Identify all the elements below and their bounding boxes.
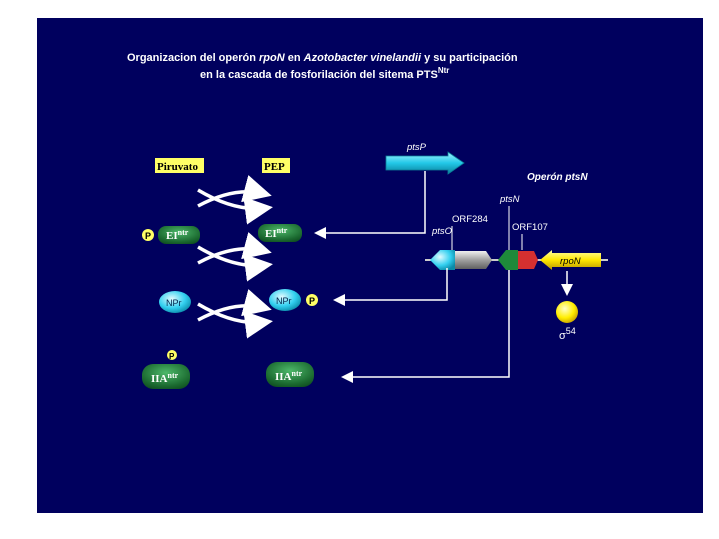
pep-box [262,158,290,173]
svg-text:IIAntr: IIAntr [151,371,179,385]
orf284-gene [455,251,492,269]
title-line-1: Organizacion del operón rpoN en Azotobac… [127,52,518,64]
iia-ntr-left: P IIAntr [142,350,190,389]
npr-right: NPr P [269,289,318,311]
ei-ntr-right: EIntr [258,224,302,242]
svg-text:EIntr: EIntr [265,226,288,240]
svg-text:P: P [309,296,315,306]
gene-leader-lines [451,206,523,250]
operon-genes: rpoN [425,250,608,270]
sigma54-protein [556,301,578,323]
piruvato-box [155,158,204,173]
phospho-label: P [145,231,151,241]
ptsn-label: ptsN [499,194,520,205]
ptsp-gene [385,151,465,175]
svg-text:NPr: NPr [166,298,182,308]
ptso-label: ptsO [431,226,453,237]
ptso-gene [430,250,455,270]
svg-text:P: P [169,352,175,361]
pep-label: PEP [264,161,285,173]
rpon-gene [540,250,601,270]
svg-text:IIAntr: IIAntr [275,369,303,383]
iia-ntr-right: IIAntr [266,362,314,387]
svg-text:NPr: NPr [276,296,292,306]
rpon-label: rpoN [560,256,581,267]
exchange-arrows [197,175,273,339]
regulatory-arrows [314,171,510,383]
orf107-gene [518,251,538,269]
svg-text:EIntr: EIntr [166,228,189,242]
ei-ntr-left: P EIntr [142,226,200,244]
orf284-label: ORF284 [452,214,488,225]
orf107-label: ORF107 [512,222,548,233]
piruvato-label: Piruvato [157,161,198,173]
ptsp-label: ptsP [406,142,427,153]
ptsn-gene [498,250,518,270]
npr-left: NPr [159,291,191,313]
sigma54-label: σ54 [559,326,576,342]
operon-label: Operón ptsN [527,172,588,183]
title-line-2: en la cascada de fosforilación del sitem… [200,66,449,81]
